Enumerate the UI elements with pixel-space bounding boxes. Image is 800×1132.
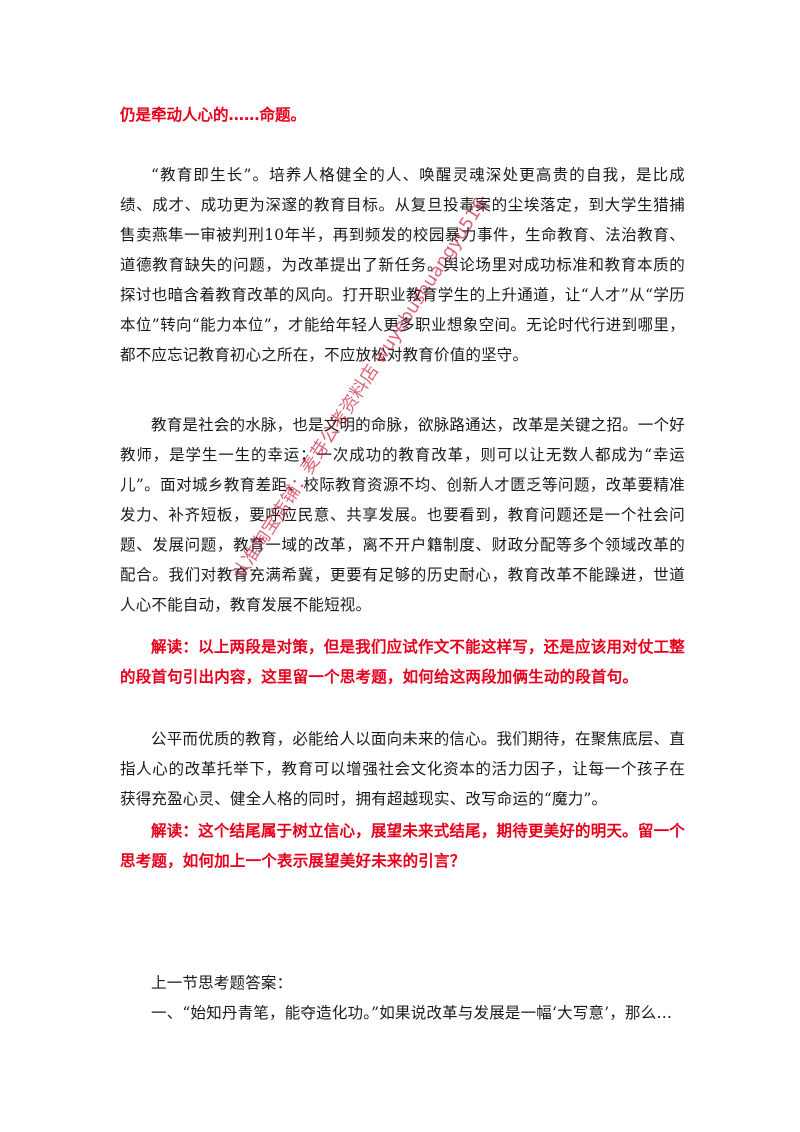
paragraph-1: “教育即生长”。培养人格健全的人、唤醒灵魂深处更高贵的自我，是比成绩、成才、成功… — [120, 160, 685, 370]
comment-1-text: 解读：以上两段是对策，但是我们应试作文不能这样写，还是应该用对仗工整的段首句引出… — [120, 638, 685, 686]
comment-1: 解读：以上两段是对策，但是我们应试作文不能这样写，还是应该用对仗工整的段首句引出… — [120, 632, 685, 692]
comment-2-text: 解读：这个结尾属于树立信心，展望未来式结尾，期待更美好的明天。留一个思考题，如何… — [120, 822, 685, 870]
paragraph-2-text: 教育是社会的水脉，也是文明的命脉，欲脉路通达，改革是关键之招。一个好教师，是学生… — [120, 416, 685, 614]
answer-1: 一、“始知丹青笔，能夺造化功。”如果说改革与发展是一幅‘大写意’，那么… — [151, 1004, 673, 1022]
opening-red-text: 仍是牵动人心的……命题。 — [120, 106, 307, 124]
paragraph-1-text: “教育即生长”。培养人格健全的人、唤醒灵魂深处更高贵的自我，是比成绩、成才、成功… — [120, 166, 685, 364]
answer-heading: 上一节思考题答案： — [151, 974, 293, 992]
paragraph-2: 教育是社会的水脉，也是文明的命脉，欲脉路通达，改革是关键之招。一个好教师，是学生… — [120, 410, 685, 620]
paragraph-3: 公平而优质的教育，必能给人以面向未来的信心。我们期待，在聚焦底层、直指人心的改革… — [120, 724, 685, 814]
paragraph-3-text: 公平而优质的教育，必能给人以面向未来的信心。我们期待，在聚焦底层、直指人心的改革… — [120, 730, 685, 808]
opening-red-line: 仍是牵动人心的……命题。 — [120, 100, 685, 130]
answer-section: 上一节思考题答案： 一、“始知丹青笔，能夺造化功。”如果说改革与发展是一幅‘大写… — [120, 968, 685, 1028]
comment-2: 解读：这个结尾属于树立信心，展望未来式结尾，期待更美好的明天。留一个思考题，如何… — [120, 816, 685, 876]
